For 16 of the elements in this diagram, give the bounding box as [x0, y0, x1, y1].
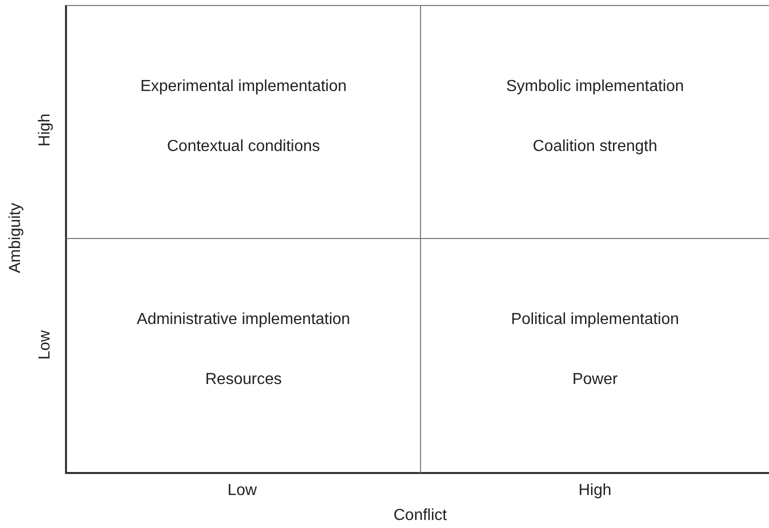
factor-text: Resources [205, 371, 282, 389]
axis-tick-label: Low [36, 330, 54, 360]
strategy-text: Political implementation [510, 311, 680, 329]
axis-tick-label: Low [228, 482, 257, 500]
strategy-text: Experimental implementation [140, 78, 347, 96]
axis-title: Ambiguity [7, 202, 26, 274]
quadrant-panel [65, 238, 421, 474]
axis-tick-label: High [36, 114, 54, 146]
axis-tick-label: High [578, 482, 612, 500]
strategy-text: Administrative implementation [136, 311, 350, 329]
axis-title: Conflict [394, 507, 447, 525]
strategy-text: Symbolic implementation [506, 78, 684, 96]
quadrant-panel [65, 5, 421, 239]
factor-text: Contextual conditions [167, 138, 320, 156]
factor-text: Coalition strength [532, 138, 658, 156]
factor-text: Power [572, 371, 618, 389]
